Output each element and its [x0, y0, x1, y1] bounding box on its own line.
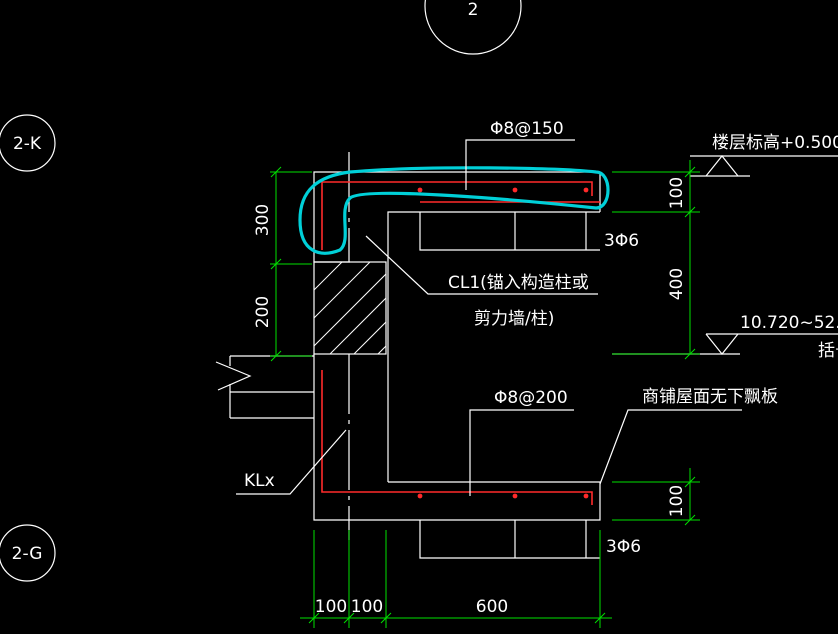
dim-right-top: 100 [667, 177, 687, 209]
dim-bottom-3: 600 [476, 597, 508, 617]
upper-bottom-rebar: 3Φ6 [604, 231, 639, 251]
range-elevation-suffix: 括号 [818, 341, 838, 361]
axis-label-2k: 2-K [13, 134, 42, 154]
axis-bubble-2k: 2-K [0, 114, 56, 172]
axis-bubble-top: 2 [424, 0, 522, 55]
lower-bottom-rebar: 3Φ6 [606, 537, 641, 557]
leader-cl1 [365, 235, 598, 295]
dimension-bottom [300, 530, 612, 628]
elevation-bottom [612, 333, 838, 355]
beam-label: KLx [244, 471, 275, 491]
dim-left-lower: 200 [253, 296, 273, 328]
rebar-lower [321, 370, 593, 505]
highlight-mark [298, 166, 610, 255]
range-elevation: 10.720~52.03 [740, 313, 838, 333]
dimension-left [270, 166, 312, 362]
leader-lower-bottom [419, 520, 600, 559]
dim-right-bottom: 100 [667, 485, 687, 517]
floor-elevation: 楼层标高+0.500 [712, 133, 838, 153]
dim-bottom-1: 100 [315, 597, 347, 617]
axis-label-2g: 2-G [12, 544, 43, 564]
upper-top-rebar: Φ8@150 [490, 119, 564, 139]
elevation-top [690, 155, 838, 177]
concrete-outline [215, 171, 601, 521]
cl1-note-line1: CL1(锚入构造柱或 [448, 273, 589, 293]
wall-hatch [313, 261, 387, 355]
dim-right-mid: 400 [667, 268, 687, 300]
rebar-upper [321, 181, 600, 250]
dim-bottom-2: 100 [351, 597, 383, 617]
leader-klx [236, 429, 347, 495]
dim-left-upper: 300 [253, 204, 273, 236]
leader-lower-note [599, 409, 742, 485]
cl1-note-line2: 剪力墙/柱) [474, 309, 554, 329]
axis-bubble-2g: 2-G [0, 524, 56, 582]
lower-slab-note: 商铺屋面无下飘板 [642, 387, 778, 407]
axis-label-top: 2 [468, 0, 479, 20]
lower-top-rebar: Φ8@200 [494, 388, 568, 408]
leader-upper-top [465, 139, 575, 190]
leader-upper-bottom [419, 212, 600, 251]
dimension-right [612, 160, 700, 526]
leader-lower-top [469, 409, 574, 496]
